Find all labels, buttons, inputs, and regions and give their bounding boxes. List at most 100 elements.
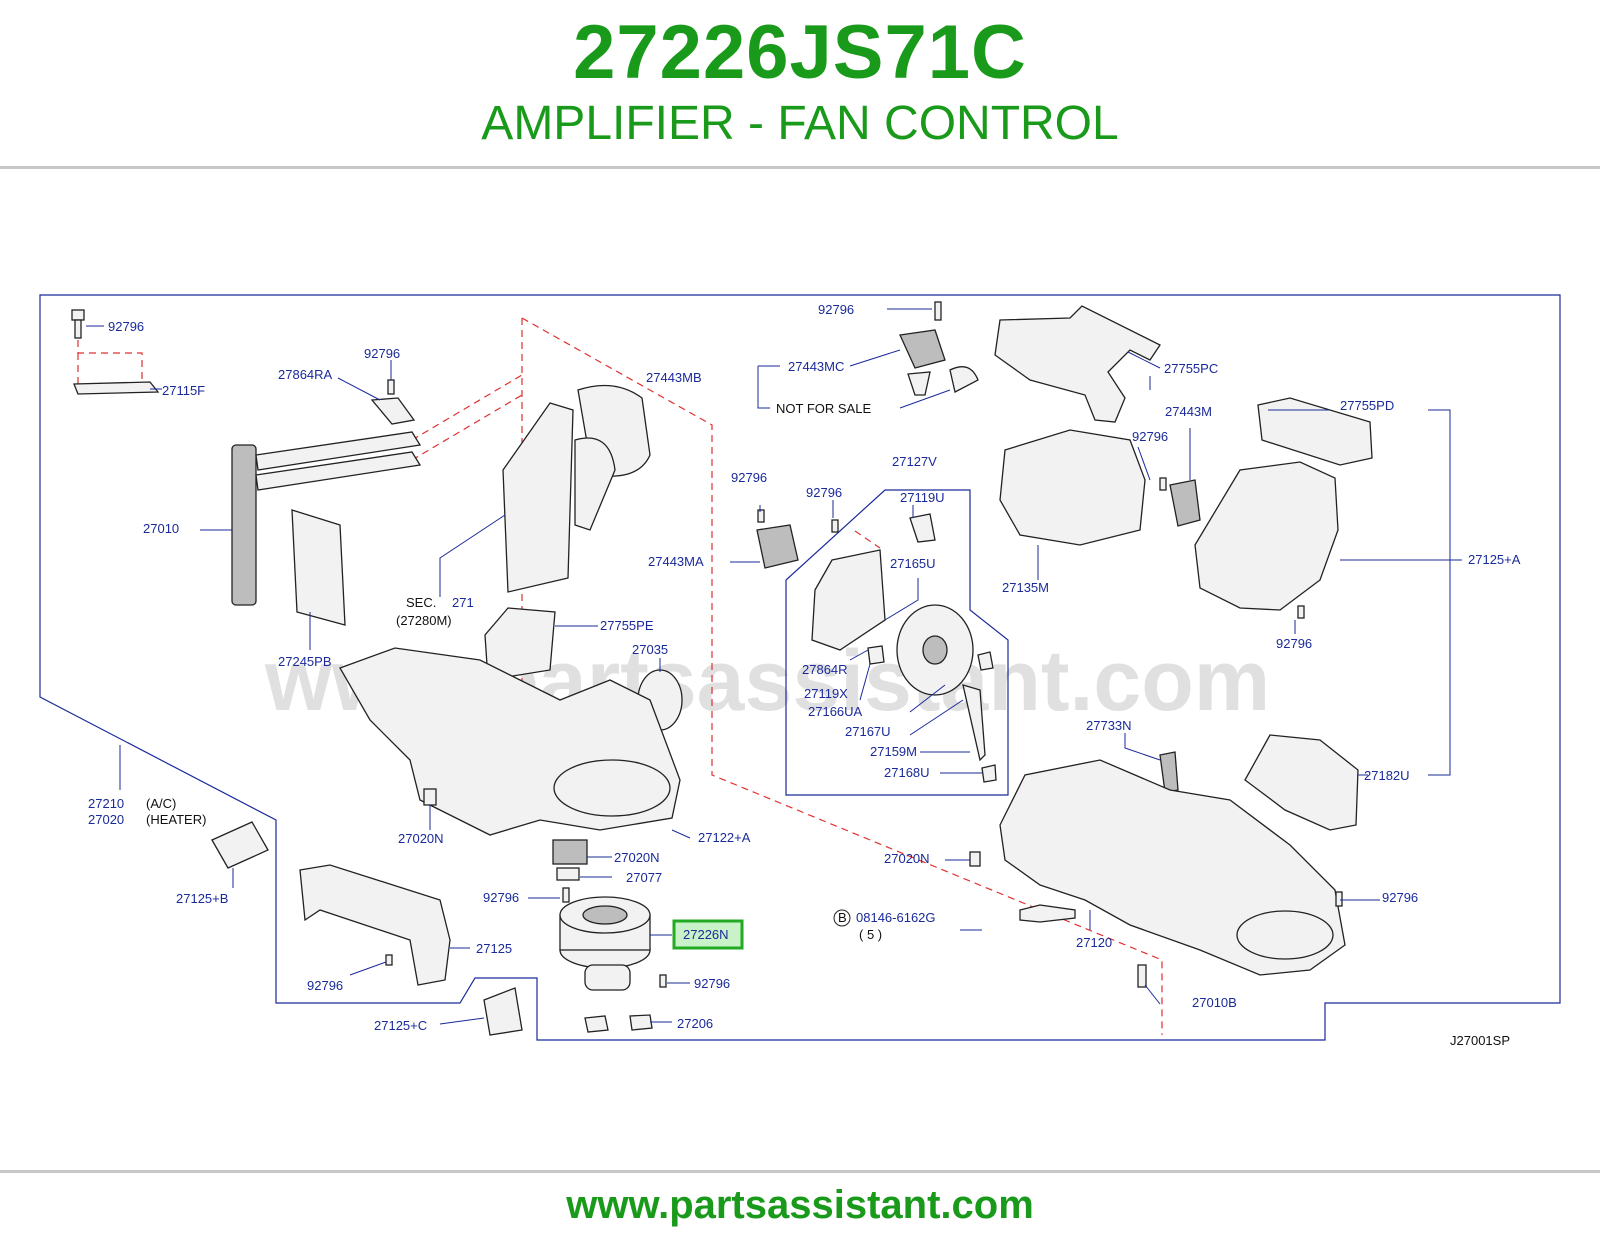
label-27733N[interactable]: 27733N [1086, 718, 1132, 733]
label-27864R[interactable]: 27864R [802, 662, 848, 677]
screw-92796-h [1297, 605, 1305, 619]
label-92796[interactable]: 92796 [1276, 636, 1312, 651]
label-92796[interactable]: 92796 [1132, 429, 1168, 444]
case-27182U [1244, 734, 1359, 831]
footer-website-link[interactable]: www.partsassistant.com [566, 1183, 1034, 1227]
label-27010B[interactable]: 27010B [1192, 995, 1237, 1010]
label-92796[interactable]: 92796 [694, 976, 730, 991]
label-08146-6162G[interactable]: 08146-6162G [856, 910, 936, 925]
label-27010[interactable]: 27010 [143, 521, 179, 536]
label-27755PC[interactable]: 27755PC [1164, 361, 1218, 376]
label-not-for-sale: NOT FOR SALE [776, 401, 871, 416]
bolt-08146 [1019, 904, 1076, 923]
label-27443M[interactable]: 27443M [1165, 404, 1212, 419]
screw-92796-a [387, 379, 395, 395]
connector-27077 [556, 867, 580, 881]
label-27210[interactable]: 27210 [88, 796, 124, 811]
page-header: 27226JS71C AMPLIFIER - FAN CONTROL [0, 0, 1600, 168]
label-92796[interactable]: 92796 [364, 346, 400, 361]
bolt-27010B [1137, 964, 1147, 988]
clip-27020N-a [423, 788, 437, 806]
group-frame-27127V [785, 489, 1009, 796]
label-27122-a[interactable]: 27122+A [698, 830, 751, 845]
label-27125-a[interactable]: 27125+A [1468, 552, 1521, 567]
duct-27125 [299, 864, 451, 986]
label-27167U[interactable]: 27167U [845, 724, 891, 739]
screw-92796-c [385, 954, 393, 966]
wheel-27165U-hub [922, 635, 948, 665]
filter-27245PB [291, 509, 346, 626]
label-27119U[interactable]: 27119U [900, 490, 945, 505]
label-ac: (A/C) [146, 796, 176, 811]
label-27120[interactable]: 27120 [1076, 935, 1112, 950]
label-27077[interactable]: 27077 [626, 870, 662, 885]
label-92796[interactable]: 92796 [483, 890, 519, 905]
label-27182U[interactable]: 27182U [1364, 768, 1410, 783]
label-27443MA[interactable]: 27443MA [648, 554, 704, 569]
actuator-27443MC [899, 329, 946, 369]
label-27864RA[interactable]: 27864RA [278, 367, 333, 382]
label-27119X[interactable]: 27119X [804, 686, 848, 701]
label-27165U[interactable]: 27165U [890, 556, 936, 571]
part-27167U [977, 651, 994, 671]
evaporator-sec-271 [502, 384, 651, 593]
screw-92796-g [831, 519, 839, 533]
label-27206[interactable]: 27206 [677, 1016, 713, 1031]
screw-92796-top [934, 301, 942, 321]
label-27245PB[interactable]: 27245PB [278, 654, 332, 669]
part-number-title: 27226JS71C [573, 10, 1027, 95]
label-27135M[interactable]: 27135M [1002, 580, 1049, 595]
label-sec-271[interactable]: 271 [452, 595, 474, 610]
plate-27864R [811, 549, 886, 651]
seal-27755PE [484, 607, 556, 681]
part-27119X [867, 645, 885, 665]
label-27020[interactable]: 27020 [88, 812, 124, 827]
blower-housing-opening [553, 759, 671, 817]
label-92796[interactable]: 92796 [307, 978, 343, 993]
label-92796[interactable]: 92796 [108, 319, 144, 334]
amplifier-27020N-b [552, 839, 588, 865]
blower-motor-27226N [559, 896, 651, 991]
link-27443MC-a [907, 371, 931, 396]
screw-92796-b [562, 887, 570, 903]
blower-opening-27120 [1236, 910, 1334, 960]
part-27168U [981, 764, 997, 783]
bolt-marker-b [833, 909, 851, 927]
actuator-27443MA [756, 524, 799, 569]
footer-divider [0, 1170, 1600, 1173]
label-92796[interactable]: 92796 [818, 302, 854, 317]
label-27755PD[interactable]: 27755PD [1340, 398, 1394, 413]
label-27755PE[interactable]: 27755PE [600, 618, 654, 633]
label-27125-b[interactable]: 27125+B [176, 891, 228, 906]
label-27035[interactable]: 27035 [632, 642, 668, 657]
label-27020N[interactable]: 27020N [614, 850, 660, 865]
label-quantity: ( 5 ) [859, 927, 882, 942]
label-heater: (HEATER) [146, 812, 206, 827]
clip-27864RA [370, 397, 416, 425]
label-27166UA[interactable]: 27166UA [808, 704, 863, 719]
label-92796[interactable]: 92796 [1382, 890, 1418, 905]
label-27020N[interactable]: 27020N [884, 851, 930, 866]
sensor-27733N [1159, 751, 1179, 793]
label-27226N[interactable]: 27226N [683, 927, 729, 942]
leader-lines [86, 308, 1462, 1025]
label-27020N[interactable]: 27020N [398, 831, 444, 846]
label-sec-27280M: (27280M) [396, 613, 452, 628]
label-27115F[interactable]: 27115F [162, 383, 205, 398]
bracket-27115F [73, 381, 160, 395]
label-92796[interactable]: 92796 [806, 485, 842, 500]
label-27443MC[interactable]: 27443MC [788, 359, 844, 374]
label-92796[interactable]: 92796 [731, 470, 767, 485]
case-27125A [1194, 461, 1339, 611]
bolt-92796-top-left [71, 309, 85, 339]
label-bolt-b: B [838, 910, 847, 925]
label-27125[interactable]: 27125 [476, 941, 512, 956]
header-divider [0, 166, 1600, 169]
label-27159M[interactable]: 27159M [870, 744, 917, 759]
label-27443MB[interactable]: 27443MB [646, 370, 702, 385]
screw-92796-f [757, 509, 765, 523]
label-27125-c[interactable]: 27125+C [374, 1018, 427, 1033]
label-27168U[interactable]: 27168U [884, 765, 930, 780]
label-27127V[interactable]: 27127V [892, 454, 937, 469]
